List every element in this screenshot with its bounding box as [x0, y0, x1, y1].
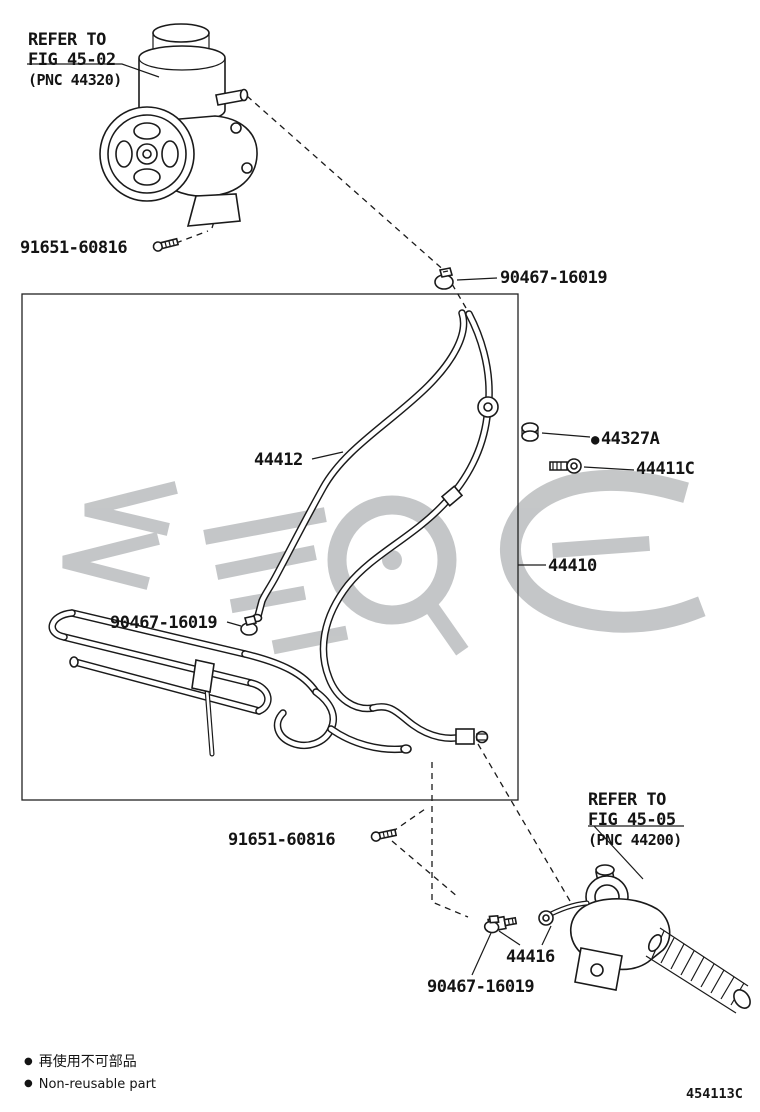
legend-bullet-jp: ●: [24, 1056, 33, 1067]
ref-note-bottom: REFER TO FIG 45-05 (PNC 44200): [588, 790, 682, 850]
hose-end-fitting: [455, 728, 489, 745]
non-reusable-bullet: ●: [591, 432, 599, 448]
hose-clamp-icon-top: [434, 267, 454, 290]
legend-jp: ● 再使用不可部品: [24, 1051, 156, 1073]
diagram-frame: [21, 293, 519, 801]
label-part-44410: 44410: [548, 556, 597, 576]
label-part-90467-16019-mid: 90467-16019: [110, 613, 218, 633]
label-part-44327a-text: 44327A: [600, 429, 660, 449]
power-steering-pump: [99, 23, 258, 227]
hose-clamp-icon-bottom: [483, 914, 500, 934]
label-part-90467-16019-bottom: 90467-16019: [427, 977, 535, 997]
label-part-91651-60816-top: 91651-60816: [20, 238, 128, 258]
label-part-91651-60816-bottom: 91651-60816: [228, 830, 336, 850]
ref-bottom-pnc: (PNC 44200): [588, 831, 682, 849]
label-part-44327a: ●44327A: [591, 429, 660, 450]
label-part-44411c: 44411C: [636, 459, 695, 479]
label-part-44412: 44412: [254, 450, 303, 470]
dashed-leader-lines: [175, 95, 571, 918]
ref-top-pnc: (PNC 44320): [28, 71, 122, 89]
ref-bottom-line2: FIG 45-05: [588, 810, 676, 830]
ref-bottom-line1: REFER TO: [588, 790, 666, 810]
legend-jp-text: 再使用不可部品: [38, 1054, 137, 1070]
ref-top-line1: REFER TO: [28, 30, 106, 50]
banjo-fitting: [477, 396, 499, 418]
hose-clamp-icon-mid: [240, 615, 258, 636]
legend-bullet-en: ●: [24, 1078, 33, 1089]
return-hose-44412: [254, 309, 468, 620]
oil-cooler-pipes: [48, 609, 407, 757]
clamp-44327a-icon: [521, 422, 539, 442]
steering-rack: [570, 864, 751, 1014]
pressure-tube-44410: [319, 310, 493, 742]
leader-lines: [27, 63, 684, 976]
ref-top-line2: FIG 45-02: [28, 50, 116, 70]
legend-en: ● Non-reusable part: [24, 1073, 156, 1096]
label-part-90467-16019-top: 90467-16019: [500, 268, 608, 288]
pipe-end-cap: [400, 744, 412, 754]
figure-code: 454113C: [686, 1086, 743, 1102]
screw-icon-bottom: [370, 828, 398, 842]
screw-icon-top: [152, 237, 180, 252]
watermark: [62, 469, 706, 656]
union-bolt-44411c-icon: [549, 458, 582, 474]
ref-note-top: REFER TO FIG 45-02 (PNC 44320): [28, 30, 122, 90]
union-fitting-right: [538, 910, 554, 926]
legend: ● 再使用不可部品 ● Non-reusable part: [24, 1051, 156, 1096]
union-nut: [440, 485, 464, 507]
legend-en-text: Non-reusable part: [38, 1077, 157, 1092]
label-part-44416: 44416: [506, 947, 555, 967]
